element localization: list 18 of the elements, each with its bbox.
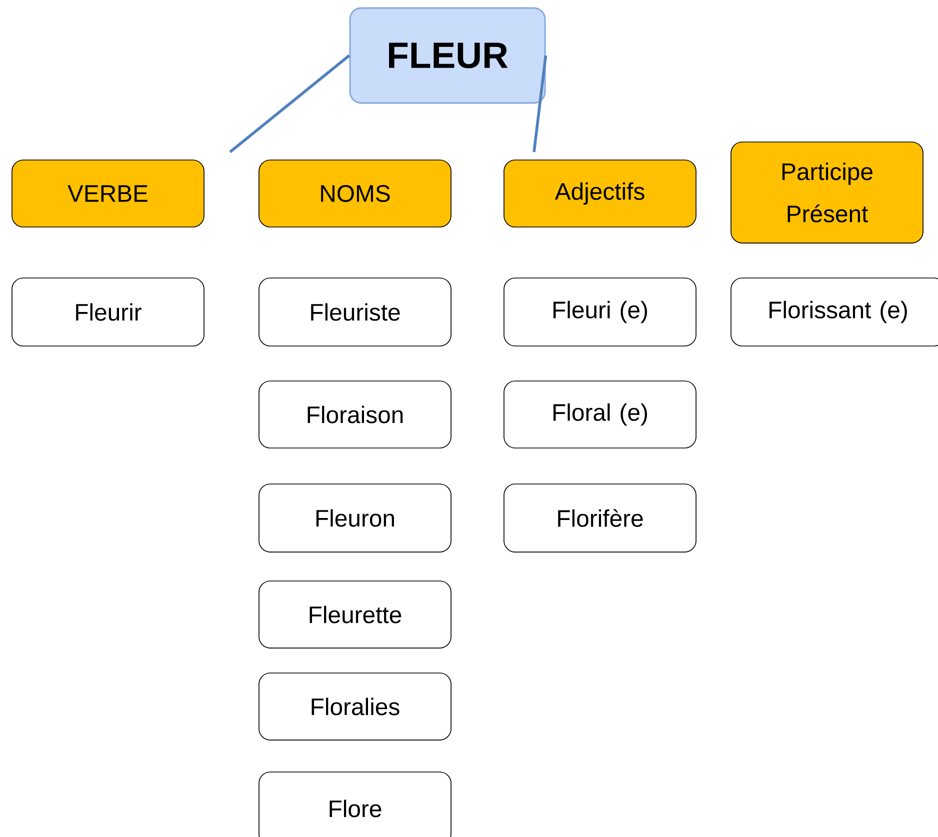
word-box: Floralies	[258, 672, 452, 740]
title-box: FLEUR	[349, 7, 546, 104]
category-box: VERBE	[12, 160, 204, 228]
word-box: Floral (e)	[504, 380, 696, 448]
connector-line	[229, 54, 350, 154]
word-box: Fleuri (e)	[504, 278, 696, 346]
word-box: Flore	[258, 772, 452, 837]
category-box: Participe Présent	[730, 142, 924, 244]
word-box: Florissant (e)	[730, 278, 938, 346]
connector-line	[532, 55, 548, 152]
word-box: Floraison	[258, 380, 452, 448]
word-box: Fleurette	[258, 580, 452, 648]
word-box: Florifère	[504, 484, 696, 552]
word-box: Fleuriste	[258, 278, 452, 346]
category-box: Adjectifs	[504, 160, 696, 228]
word-box: Fleuron	[258, 484, 452, 552]
category-box: NOMS	[258, 160, 452, 228]
word-box: Fleurir	[12, 278, 204, 346]
